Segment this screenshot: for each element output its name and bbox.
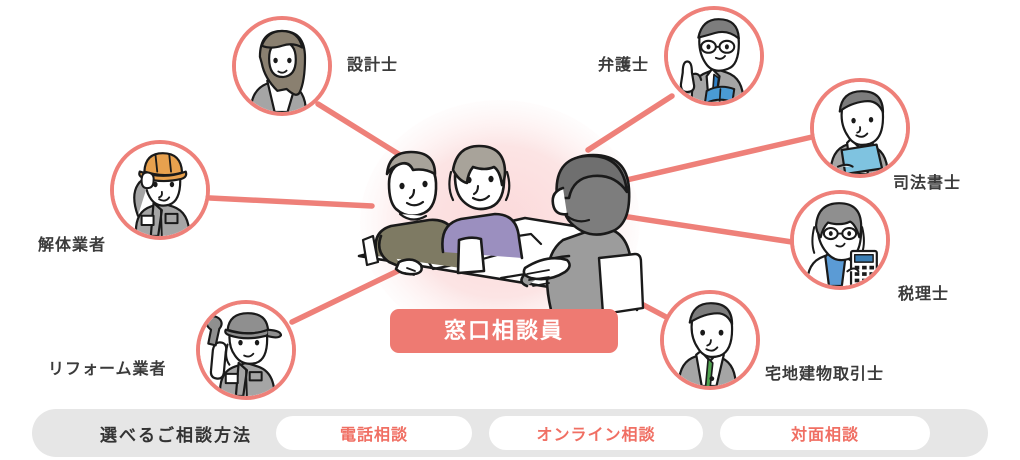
node-demolition-contractor[interactable] bbox=[110, 140, 210, 240]
man-holding-blue-folder-avatar bbox=[814, 82, 906, 174]
consultation-methods-title: 選べるご相談方法 bbox=[100, 425, 252, 445]
option-online-consultation[interactable]: オンライン相談 bbox=[489, 416, 703, 450]
option-phone-consultation[interactable]: 電話相談 bbox=[276, 416, 472, 450]
central-consultation-illustration bbox=[355, 128, 645, 313]
woman-in-suit-long-hair-avatar bbox=[236, 20, 328, 112]
node-renovation-contractor[interactable] bbox=[196, 300, 296, 400]
option-in-person-consultation[interactable]: 対面相談 bbox=[720, 416, 930, 450]
worker-with-orange-helmet-avatar bbox=[114, 144, 206, 236]
label-demolition-contractor: 解体業者 bbox=[38, 237, 107, 254]
label-renovation-contractor: リフォーム業者 bbox=[48, 361, 167, 378]
center-role-badge: 窓口相談員 bbox=[390, 309, 618, 353]
woman-with-glasses-holding-calculator-avatar bbox=[794, 194, 886, 286]
consultation-methods-bar: 選べるご相談方法 電話相談 オンライン相談 対面相談 bbox=[32, 409, 988, 457]
label-real-estate-agent: 宅地建物取引士 bbox=[765, 366, 885, 383]
woman-in-cap-holding-wrench-avatar bbox=[200, 304, 292, 396]
center-role-label: 窓口相談員 bbox=[443, 318, 564, 343]
node-real-estate-agent[interactable] bbox=[660, 290, 760, 390]
man-in-suit-green-tie-avatar bbox=[664, 294, 756, 386]
label-architect: 設計士 bbox=[347, 57, 399, 74]
label-lawyer: 弁護士 bbox=[598, 57, 650, 74]
node-judicial-scrivener[interactable] bbox=[810, 78, 910, 178]
node-lawyer[interactable] bbox=[664, 6, 764, 106]
man-with-glasses-pointing-up-holding-book-avatar bbox=[668, 10, 760, 102]
node-tax-accountant[interactable] bbox=[790, 190, 890, 290]
node-architect[interactable] bbox=[232, 16, 332, 116]
label-tax-accountant: 税理士 bbox=[898, 286, 950, 303]
label-judicial-scrivener: 司法書士 bbox=[893, 175, 962, 192]
